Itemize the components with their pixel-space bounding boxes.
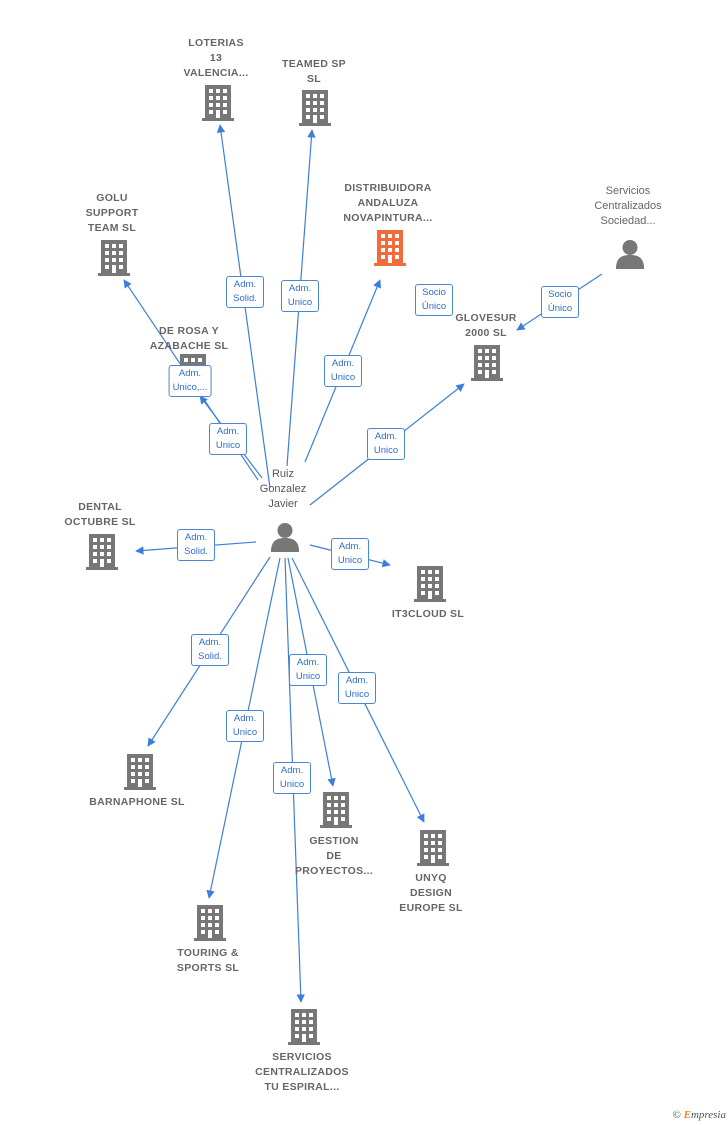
edge-label-unyq[interactable]: Adm. Unico [338,672,376,704]
edge-label-loterias[interactable]: Adm. Solid. [226,276,264,308]
building-icon[interactable] [124,754,156,790]
edge-label-teamed[interactable]: Adm. Unico [281,280,319,312]
building-icon[interactable] [299,90,331,126]
node-label-teamed[interactable]: TEAMED SP SL [282,58,346,85]
brand-initial: E [683,1109,691,1121]
node-label-distribuidora[interactable]: DISTRIBUIDORA ANDALUZA NOVAPINTURA... [343,182,433,224]
edge-label-socio_distribuidora[interactable]: Socio Único [415,284,453,316]
edge-label-touring[interactable]: Adm. Unico [226,710,264,742]
building-icon[interactable] [288,1009,320,1045]
building-icon[interactable] [202,85,234,121]
node-label-it3cloud[interactable]: IT3CLOUD SL [391,608,465,620]
building-icon[interactable] [194,905,226,941]
edge-label-barnaphone[interactable]: Adm. Solid. [191,634,229,666]
node-label-touring[interactable]: TOURING & SPORTS SL [176,947,240,974]
building-icon[interactable] [471,345,503,381]
node-label-barnaphone[interactable]: BARNAPHONE SL [89,796,185,808]
edge-label-gestion[interactable]: Adm. Unico [289,654,327,686]
edge-label-distribuidora[interactable]: Adm. Unico [324,355,362,387]
edge-label-glovesur[interactable]: Socio Único [541,286,579,318]
node-label-gestion[interactable]: GESTION DE PROYECTOS... [294,835,374,877]
node-label-servicios_soc[interactable]: Servicios Centralizados Sociedad... [594,185,662,227]
footer-brand: © Empresia [673,1109,727,1121]
edge-label-dental[interactable]: Adm. Solid. [177,529,215,561]
edge-label-glovesur[interactable]: Adm. Unico [367,428,405,460]
building-icon[interactable] [98,240,130,276]
node-label-derosa[interactable]: DE ROSA Y AZABACHE SL [149,325,229,352]
node-label-glovesur[interactable]: GLOVESUR 2000 SL [455,312,517,339]
building-icon[interactable] [417,830,449,866]
node-label-servicios_esp[interactable]: SERVICIOS CENTRALIZADOS TU ESPIRAL... [255,1051,349,1093]
node-label-center[interactable]: Ruiz Gonzalez Javier [259,468,307,510]
building-icon[interactable] [374,230,406,266]
node-label-golu[interactable]: GOLU SUPPORT TEAM SL [85,192,139,234]
person-icon[interactable] [270,522,300,552]
building-icon[interactable] [320,792,352,828]
person-icon[interactable] [615,239,645,269]
edge-label-golu[interactable]: Adm. Unico,... [168,365,212,397]
building-icon[interactable] [86,534,118,570]
node-label-unyq[interactable]: UNYQ DESIGN EUROPE SL [399,872,463,914]
copyright-symbol: © [672,1109,681,1121]
building-icon[interactable] [414,566,446,602]
brand-name: mpresia [690,1109,726,1121]
edge-label-servicios_esp[interactable]: Adm. Unico [273,762,311,794]
node-label-loterias[interactable]: LOTERIAS 13 VALENCIA... [183,37,249,79]
node-label-dental[interactable]: DENTAL OCTUBRE SL [64,501,136,528]
edge-label-it3cloud[interactable]: Adm. Unico [331,538,369,570]
edge-label-derosa[interactable]: Adm. Unico [209,423,247,455]
